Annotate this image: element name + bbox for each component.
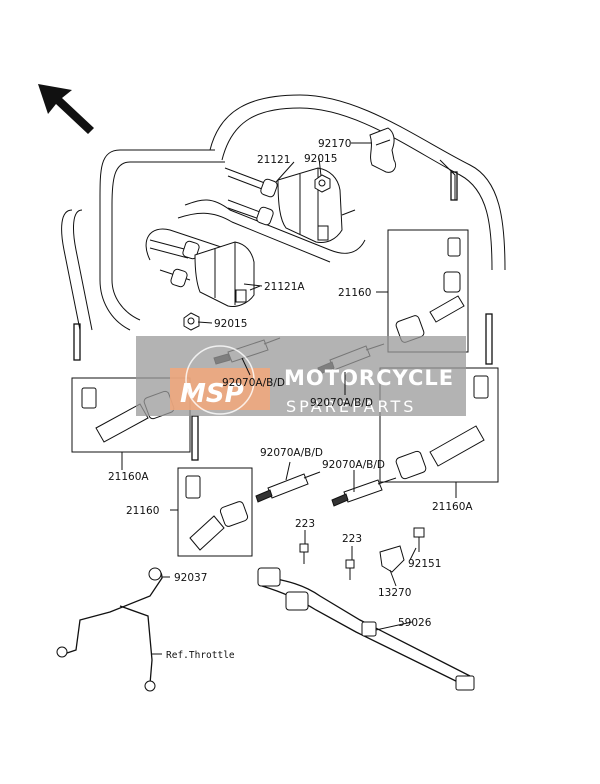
watermark-title: MOTORCYCLE: [284, 366, 454, 390]
label-92070-right: 92070A/B/D: [310, 397, 373, 409]
spark-plug-low-left: [255, 471, 321, 503]
label-59026: 59026: [398, 617, 432, 629]
bolt-92151: [413, 527, 425, 552]
label-92151: 92151: [408, 558, 441, 570]
watermark-globe: [185, 345, 255, 415]
label-21160A-left: 21160A: [108, 471, 149, 483]
bracket-92037: [56, 567, 163, 692]
label-223-a: 223: [295, 518, 315, 530]
arrow-up-left-icon: [38, 84, 94, 134]
spark-plug-cap-box-21160-upper: [387, 171, 469, 353]
label-92015-left: 92015: [214, 318, 247, 330]
label-21160-right: 21160: [338, 287, 371, 299]
label-92170: 92170: [318, 138, 351, 150]
label-223-b: 223: [342, 533, 362, 545]
bolt-223-a: [299, 543, 309, 564]
watermark: MSP MOTORCYCLE SPAREPARTS: [136, 336, 466, 416]
spark-plug-cap-box-21160-lower: [177, 415, 253, 557]
spark-plug-low-right: [331, 477, 397, 507]
bolt-223-b: [345, 559, 355, 580]
nut-92015-left: [183, 312, 200, 331]
watermark-subtitle: SPAREPARTS: [286, 397, 416, 416]
label-21121: 21121: [257, 154, 290, 166]
harness-outline: [61, 94, 506, 331]
nut-92015-top: [314, 174, 331, 193]
label-21160A-right: 21160A: [432, 501, 473, 513]
ignition-coil-upper: [224, 167, 356, 243]
spark-plug-cap-box-21160A-right: [379, 313, 499, 483]
clamp-13270: [379, 545, 405, 573]
label-ref-throttle: Ref.Throttle: [166, 650, 235, 661]
label-13270: 13270: [378, 587, 411, 599]
ignition-coil-lower: [149, 239, 261, 307]
leader-lines: [121, 142, 457, 655]
label-21160-low: 21160: [126, 505, 159, 517]
label-92070-low2: 92070A/B/D: [322, 459, 385, 471]
label-92015-top: 92015: [304, 153, 337, 165]
wiring-harness-59026: [257, 567, 475, 691]
watermark-logo: MSP: [180, 379, 244, 409]
label-92070-low1: 92070A/B/D: [260, 447, 323, 459]
clamp-92170: [369, 127, 397, 173]
label-21121A: 21121A: [264, 281, 305, 293]
label-92037: 92037: [174, 572, 207, 584]
label-92070-mid: 92070A/B/D: [222, 377, 285, 389]
